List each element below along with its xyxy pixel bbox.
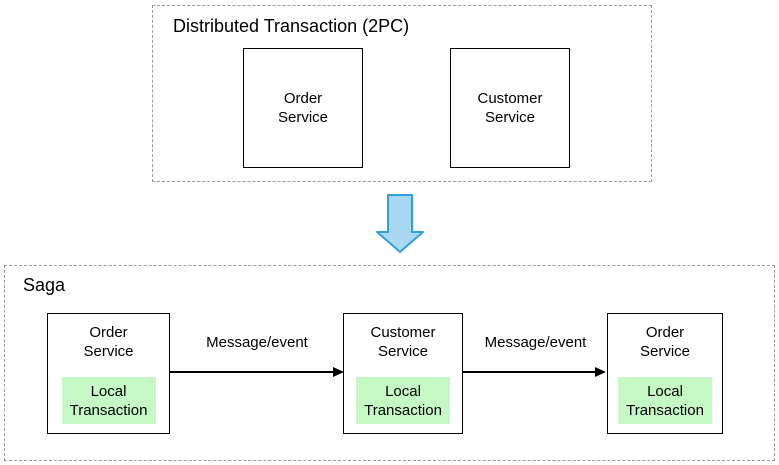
2pc-order-service-label: Order Service <box>277 90 329 126</box>
down-arrow-icon <box>376 194 424 253</box>
local-transaction-box-3: Local Transaction <box>618 377 712 424</box>
message-event-label-2: Message/event <box>484 334 587 351</box>
saga-customer-service-label: Customer Service <box>370 324 436 360</box>
local-transaction-box-1: Local Transaction <box>61 377 156 424</box>
saga-title: Saga <box>23 275 66 295</box>
saga-order-service-label-1: Order Service <box>83 324 134 360</box>
arrowhead-icon-1 <box>333 367 344 377</box>
message-event-label-1: Message/event <box>206 334 308 351</box>
arrowhead-icon-2 <box>595 367 606 377</box>
local-transaction-box-2: Local Transaction <box>356 377 450 424</box>
down-arrow-shape <box>376 194 424 253</box>
saga-order-service-box-2: Order Service Local Transaction <box>607 313 723 434</box>
saga-order-service-box-1: Order Service Local Transaction <box>47 313 170 434</box>
saga-customer-service-box: Customer Service Local Transaction <box>343 313 463 434</box>
distributed-transaction-title: Distributed Transaction (2PC) <box>173 16 410 36</box>
2pc-customer-service-box: Customer Service <box>450 48 570 168</box>
message-arrow-line-1 <box>170 371 334 373</box>
message-arrow-line-2 <box>463 371 596 373</box>
2pc-order-service-box: Order Service <box>243 48 363 168</box>
2pc-customer-service-label: Customer Service <box>477 90 543 126</box>
distributed-transaction-group: Distributed Transaction (2PC) <box>152 5 652 182</box>
saga-order-service-label-2: Order Service <box>639 324 691 360</box>
